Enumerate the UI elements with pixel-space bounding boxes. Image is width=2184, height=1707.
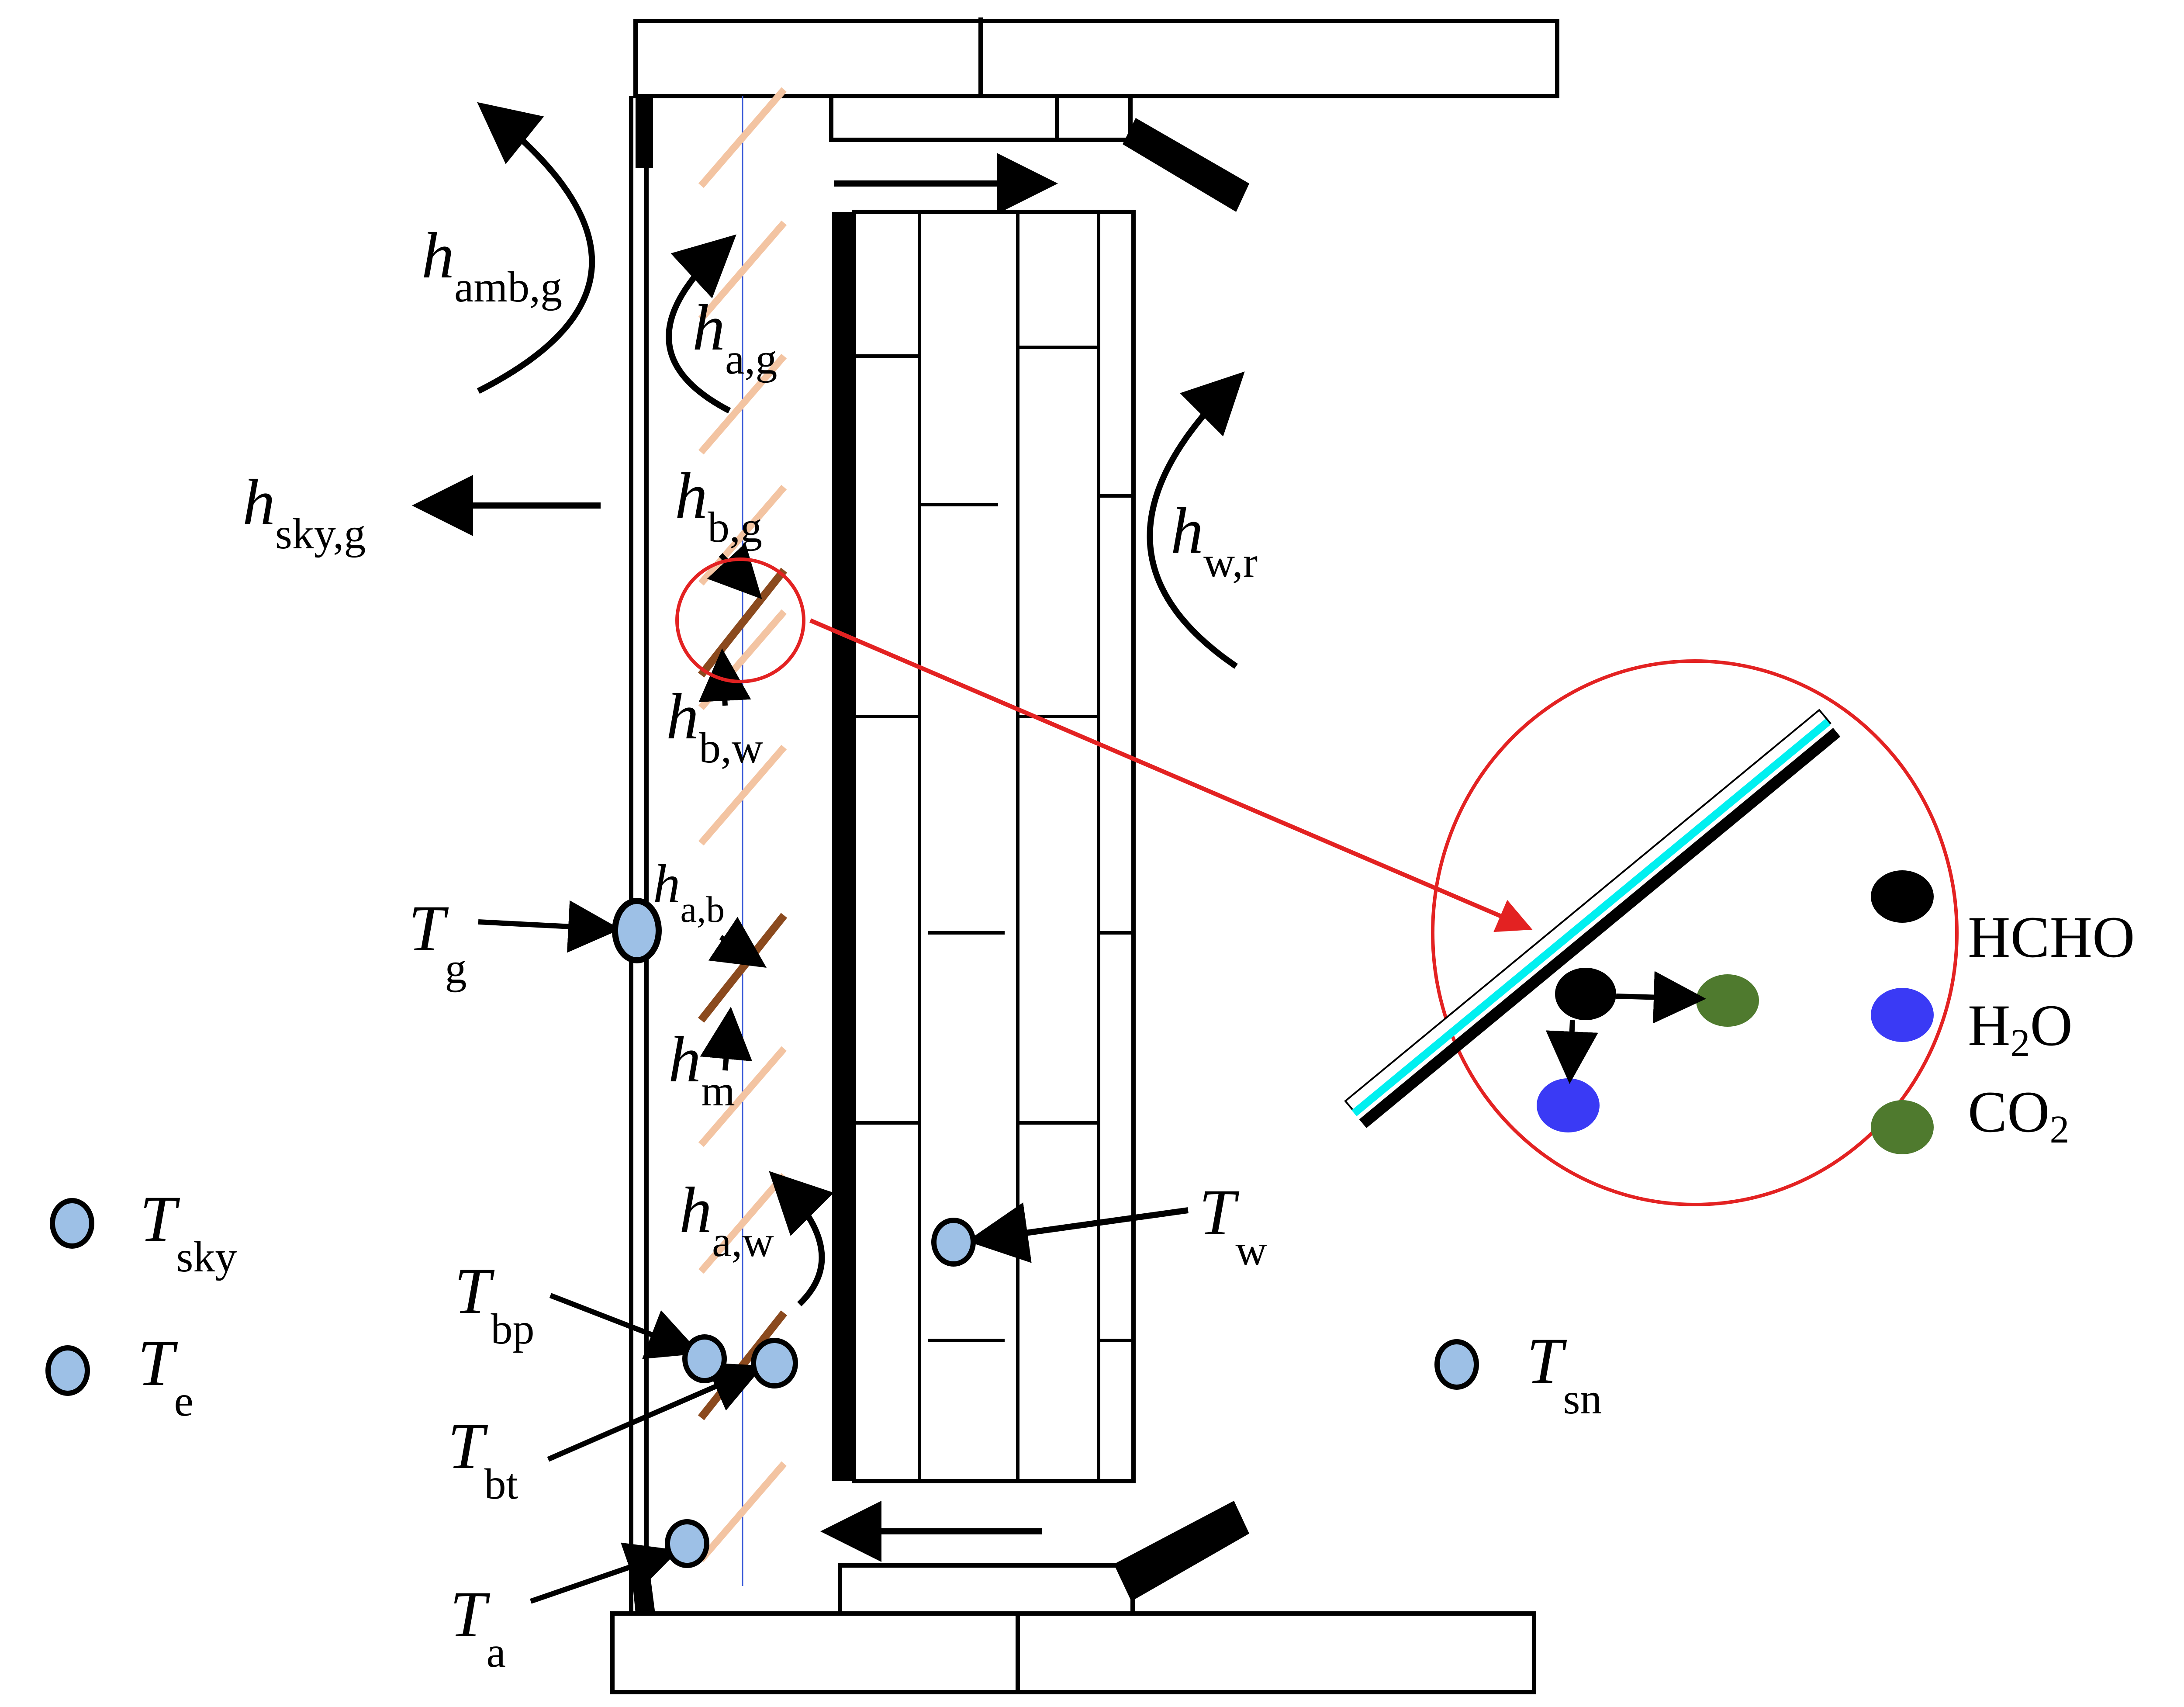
t-a-arrow <box>530 1542 679 1604</box>
t-bp-arrow <box>549 1293 701 1359</box>
legend-hcho-label: HCHO <box>1968 905 2135 970</box>
blind-slat <box>698 353 787 455</box>
node-t-g <box>612 898 662 963</box>
label-t-g: Tg <box>408 892 467 993</box>
node-t-e <box>45 1345 90 1396</box>
node-t-bp <box>682 1334 727 1383</box>
node-t-sn <box>1434 1339 1479 1390</box>
labels: hamb,g ha,g hsky,g hb,g hb,w hw,r ha,b h… <box>138 219 1602 1676</box>
label-h-amb-g: hamb,g <box>422 219 562 311</box>
label-h-a-g: ha,g <box>692 291 777 383</box>
legend-hcho-swatch <box>1871 870 1934 923</box>
label-h-m: hm <box>668 1023 735 1115</box>
h-w-r-arrow <box>1147 371 1245 669</box>
blind-slat <box>698 744 787 846</box>
h2o-molecule <box>1537 1078 1600 1132</box>
label-t-sky: Tsky <box>140 1183 237 1281</box>
blind-slat <box>698 1046 787 1147</box>
node-t-w <box>931 1218 976 1267</box>
label-h-b-w: hb,w <box>666 680 763 772</box>
highlight-circle <box>675 557 805 683</box>
node-t-bt <box>751 1338 798 1388</box>
label-h-a-b: ha,b <box>653 854 725 930</box>
h-a-g-arrow <box>666 234 736 414</box>
blind-slat <box>698 1461 787 1562</box>
label-t-sn: Tsn <box>1527 1325 1602 1423</box>
legend-co2-swatch <box>1871 1100 1934 1154</box>
bottom-vent-damper <box>1114 1501 1249 1601</box>
temperature-nodes <box>45 898 1479 1568</box>
label-h-w-r: hw,r <box>1171 495 1258 586</box>
label-h-a-w: ha,w <box>679 1174 774 1266</box>
h-a-w-arrow <box>769 1171 834 1307</box>
top-vent-damper <box>1123 118 1249 212</box>
label-h-b-g: hb,g <box>675 460 762 551</box>
legend-h2o-swatch <box>1871 988 1934 1042</box>
node-t-sky <box>50 1198 94 1249</box>
bottom-slab <box>610 1563 1536 1694</box>
blind-slat <box>698 220 787 322</box>
t-w-arrow <box>967 1202 1189 1263</box>
legend-co2-label: CO2 <box>1968 1080 2070 1151</box>
label-t-bt: Tbt <box>448 1410 518 1508</box>
zoom-pointer-arrow <box>809 618 1533 932</box>
top-slab <box>633 17 1559 142</box>
label-t-a: Ta <box>450 1578 506 1676</box>
massive-wall <box>832 210 1136 1483</box>
h-b-w-arrow <box>698 648 751 706</box>
blind-slat <box>698 87 787 188</box>
hcho-molecule <box>1555 968 1616 1020</box>
t-g-arrow <box>478 900 621 953</box>
co2-molecule <box>1696 974 1759 1027</box>
label-t-e: Te <box>138 1327 194 1425</box>
t-bt-arrow <box>547 1362 764 1462</box>
zoom-detail <box>1344 659 1959 1206</box>
h-amb-g-arrow <box>477 102 595 394</box>
legend-h2o-label: H2O <box>1968 993 2073 1065</box>
label-h-sky-g: hsky,g <box>242 466 366 558</box>
label-t-bp: Tbp <box>454 1255 534 1353</box>
h-a-b-arrow <box>708 917 767 968</box>
glazing <box>629 94 655 1614</box>
blind-slat-highlighted <box>698 913 788 1023</box>
node-t-a <box>665 1519 709 1568</box>
h-m-arrow <box>700 1007 753 1071</box>
legend: HCHO H2O CO2 <box>1871 870 2135 1154</box>
label-t-w: Tw <box>1199 1176 1267 1274</box>
